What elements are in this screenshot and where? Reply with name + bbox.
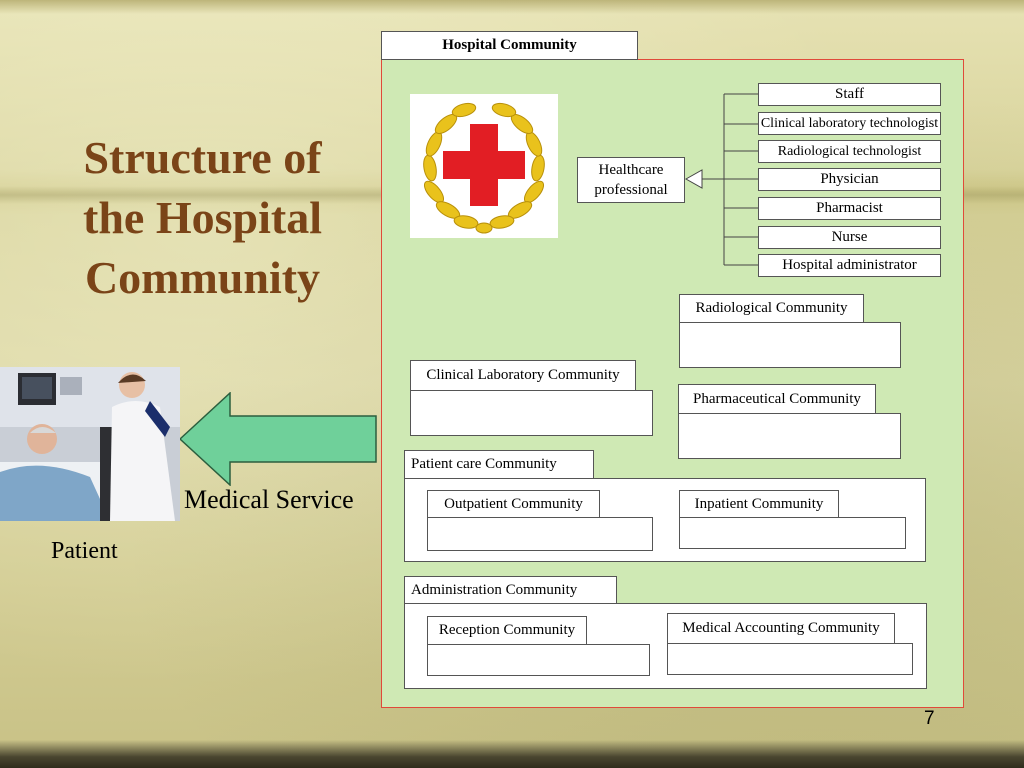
clinical-laboratory-community-panel	[410, 390, 653, 436]
administration-community-tab: Administration Community	[404, 576, 617, 604]
outpatient-community-tab: Outpatient Community	[427, 490, 600, 518]
role-radiological-technologist: Radiological technologist	[758, 140, 941, 163]
red-cross-laurel-icon	[410, 94, 558, 238]
healthcare-professional-line-2: professional	[594, 182, 668, 198]
hospital-community-tab: Hospital Community	[381, 31, 638, 60]
page-number: 7	[924, 708, 935, 729]
inpatient-community-panel	[679, 517, 906, 549]
slide-title-line-3: Community	[84, 252, 321, 303]
radiological-community-panel	[679, 322, 901, 368]
role-clinical-laboratory-technologist: Clinical laboratory technologist	[758, 112, 941, 135]
patient-label: Patient	[51, 538, 118, 564]
bottom-shadow-band	[0, 740, 1024, 768]
slide-title: Structure of the Hospital Community	[40, 128, 365, 308]
outpatient-community-panel	[427, 517, 653, 551]
reception-community-tab: Reception Community	[427, 616, 587, 645]
slide-title-line-2: the Hospital	[83, 192, 322, 243]
healthcare-professional-box: Healthcare professional	[577, 157, 685, 203]
role-nurse: Nurse	[758, 226, 941, 249]
medical-accounting-community-panel	[667, 643, 913, 675]
slide-title-line-1: Structure of	[83, 132, 322, 183]
role-hospital-administrator: Hospital administrator	[758, 254, 941, 277]
top-shadow-band	[0, 0, 1024, 14]
medical-accounting-community-tab: Medical Accounting Community	[667, 613, 895, 644]
pharmaceutical-community-panel	[678, 413, 901, 459]
radiological-community-tab: Radiological Community	[679, 294, 864, 323]
role-staff: Staff	[758, 83, 941, 106]
reception-community-panel	[427, 644, 650, 676]
patient-nurse-photo	[0, 367, 180, 521]
left-arrow-icon	[178, 392, 377, 486]
role-pharmacist: Pharmacist	[758, 197, 941, 220]
patient-care-community-tab: Patient care Community	[404, 450, 594, 479]
role-bracket-connector	[684, 93, 758, 266]
pharmaceutical-community-tab: Pharmaceutical Community	[678, 384, 876, 414]
medical-service-label: Medical Service	[184, 485, 354, 514]
role-physician: Physician	[758, 168, 941, 191]
clinical-laboratory-community-tab: Clinical Laboratory Community	[410, 360, 636, 391]
healthcare-professional-line-1: Healthcare	[598, 162, 664, 178]
inpatient-community-tab: Inpatient Community	[679, 490, 839, 518]
